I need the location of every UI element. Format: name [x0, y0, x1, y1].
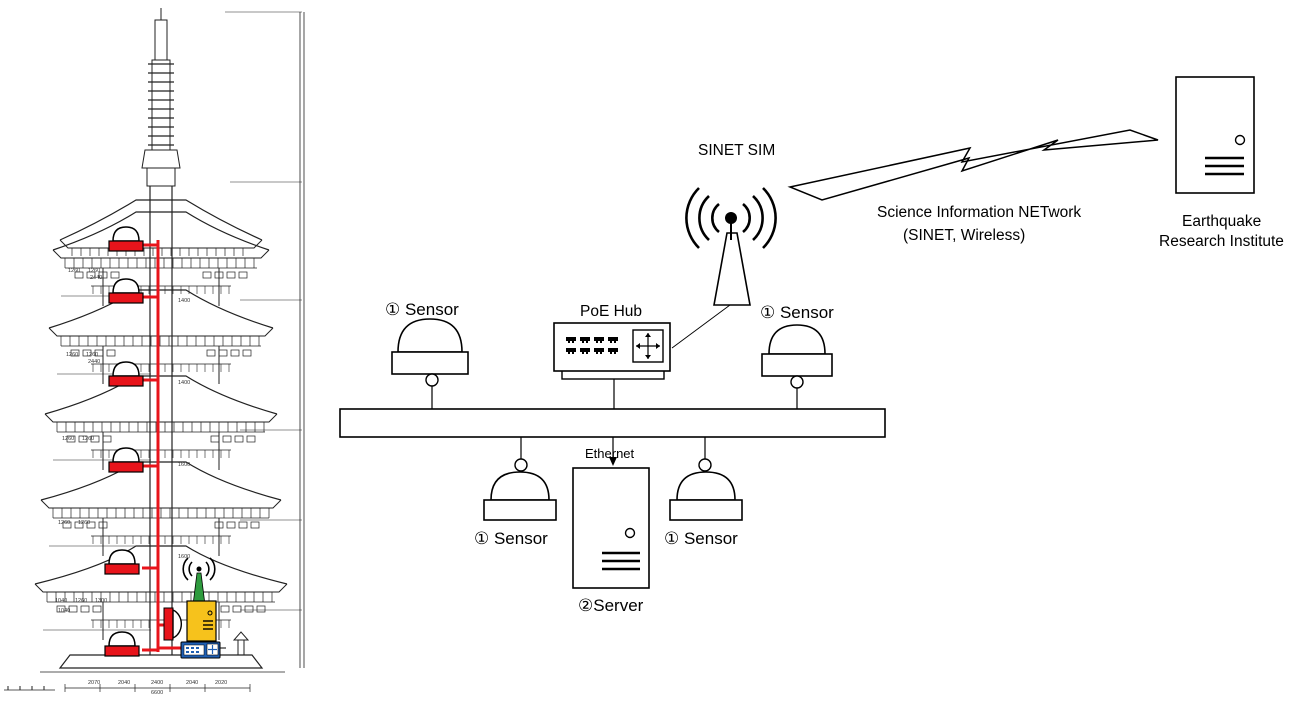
sensor-label: ① Sensor — [760, 303, 834, 322]
dim-label: 1600 — [178, 462, 190, 468]
dim-label: 2440 — [88, 359, 100, 365]
dim-label: 1260 — [78, 520, 90, 526]
antenna-icon — [182, 557, 216, 606]
sensor-icon — [483, 437, 557, 521]
pagoda-sensor-installation — [104, 226, 226, 659]
pagoda-cross-section — [4, 8, 305, 692]
dim-label: 2040 — [118, 680, 130, 686]
ethernet-label: Ethernet — [585, 446, 635, 461]
sensor-icon — [104, 549, 140, 575]
poe-hub-label: PoE Hub — [580, 303, 642, 320]
sensor-label: ① Sensor — [385, 300, 459, 319]
server-label: ②Server — [578, 596, 644, 615]
dim-label: 1260 — [62, 436, 74, 442]
dim-label: 1300 — [95, 598, 107, 604]
institute-label: Earthquake — [1182, 213, 1261, 230]
dim-label: 1600 — [178, 554, 190, 560]
dim-label: 1260 — [88, 268, 100, 274]
sensor-icon — [108, 278, 144, 304]
hub-icon — [180, 641, 221, 659]
sensor-icon — [108, 447, 144, 473]
network-label: Science Information NETwork — [877, 204, 1081, 221]
dim-label: 1260 — [58, 520, 70, 526]
dim-label: 1260 — [68, 268, 80, 274]
dim-label: 1040 — [58, 608, 70, 614]
server-icon — [572, 437, 650, 589]
dim-label: 2400 — [151, 680, 163, 686]
sensor-icon — [669, 437, 743, 521]
sensor-label: ① Sensor — [664, 529, 738, 548]
server-icon — [186, 600, 217, 642]
dim-label: 1400 — [178, 380, 190, 386]
sinet-sim-label: SINET SIM — [698, 142, 775, 159]
dim-label: 2040 — [186, 680, 198, 686]
dim-label: 1260 — [75, 598, 87, 604]
dim-label: 6600 — [151, 690, 163, 696]
dim-label: 1260 — [66, 352, 78, 358]
dim-label: 1400 — [178, 298, 190, 304]
institute-server-icon — [1175, 76, 1255, 194]
dim-label: 1260 — [86, 352, 98, 358]
sensor-icon — [761, 324, 833, 409]
dim-label: 1260 — [82, 436, 94, 442]
pagoda-dimension-labels: 1260 1260 1400 1400 1260 1260 2440 2440 … — [55, 268, 227, 696]
dim-label: 2440 — [90, 275, 102, 281]
ethernet-bus — [339, 408, 886, 438]
antenna-tower-icon — [671, 187, 777, 349]
poe-hub-icon — [553, 322, 671, 409]
dim-label: 1040 — [55, 598, 67, 604]
wireless-link-icon — [787, 129, 1159, 201]
network-sublabel: (SINET, Wireless) — [903, 227, 1025, 244]
sensor-icon — [391, 318, 469, 409]
sensor-label: ① Sensor — [474, 529, 548, 548]
institute-sublabel: Research Institute — [1159, 233, 1284, 250]
sensor-icon — [108, 361, 144, 387]
sensor-icon — [104, 631, 140, 657]
sensor-icon — [163, 607, 183, 641]
sensor-icon — [108, 226, 144, 252]
dim-label: 2020 — [215, 680, 227, 686]
dim-label: 2070 — [88, 680, 100, 686]
